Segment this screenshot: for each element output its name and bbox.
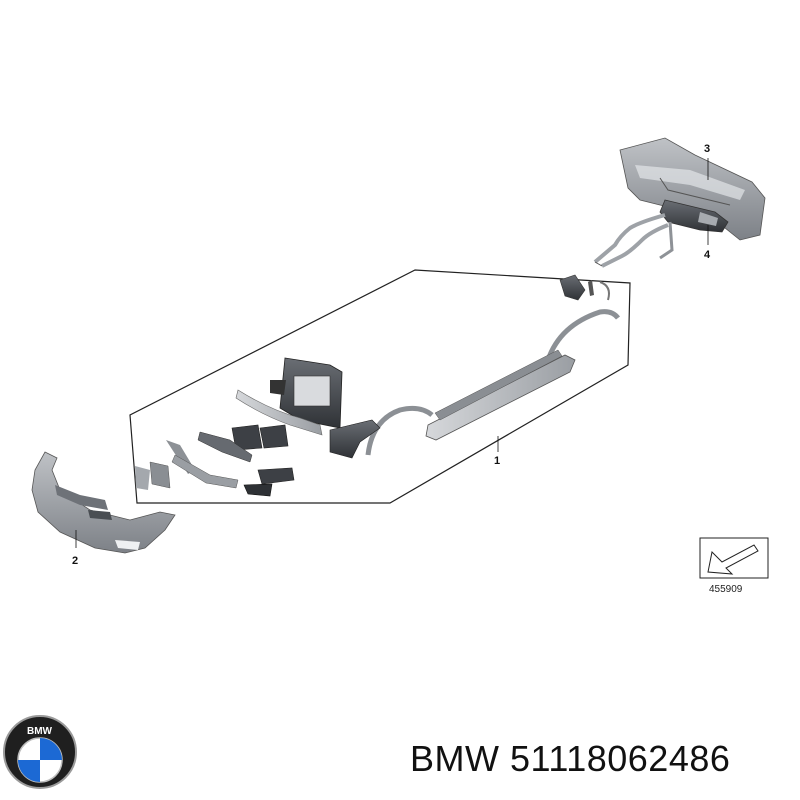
rear-bumper — [619, 137, 766, 241]
callout-2: 2 — [72, 555, 78, 567]
callout-3: 3 — [704, 143, 710, 155]
brand-name: BMW — [410, 738, 500, 779]
callout-1: 1 — [494, 455, 500, 467]
reference-number: 455909 — [709, 584, 743, 595]
part-number: 51118062486 — [510, 738, 731, 779]
front-bumper — [31, 451, 176, 554]
exhaust-system — [593, 199, 729, 268]
logo-lettering: BMW — [27, 726, 53, 737]
callout-4: 4 — [704, 249, 711, 261]
bumper-kit-parts — [135, 274, 620, 497]
arrow-icon — [707, 544, 759, 575]
product-label: BMW 51118062486 — [410, 738, 730, 780]
reference-box: 455909 — [699, 537, 769, 595]
bmw-logo: BMW — [3, 715, 77, 789]
kit-outline — [129, 269, 631, 504]
